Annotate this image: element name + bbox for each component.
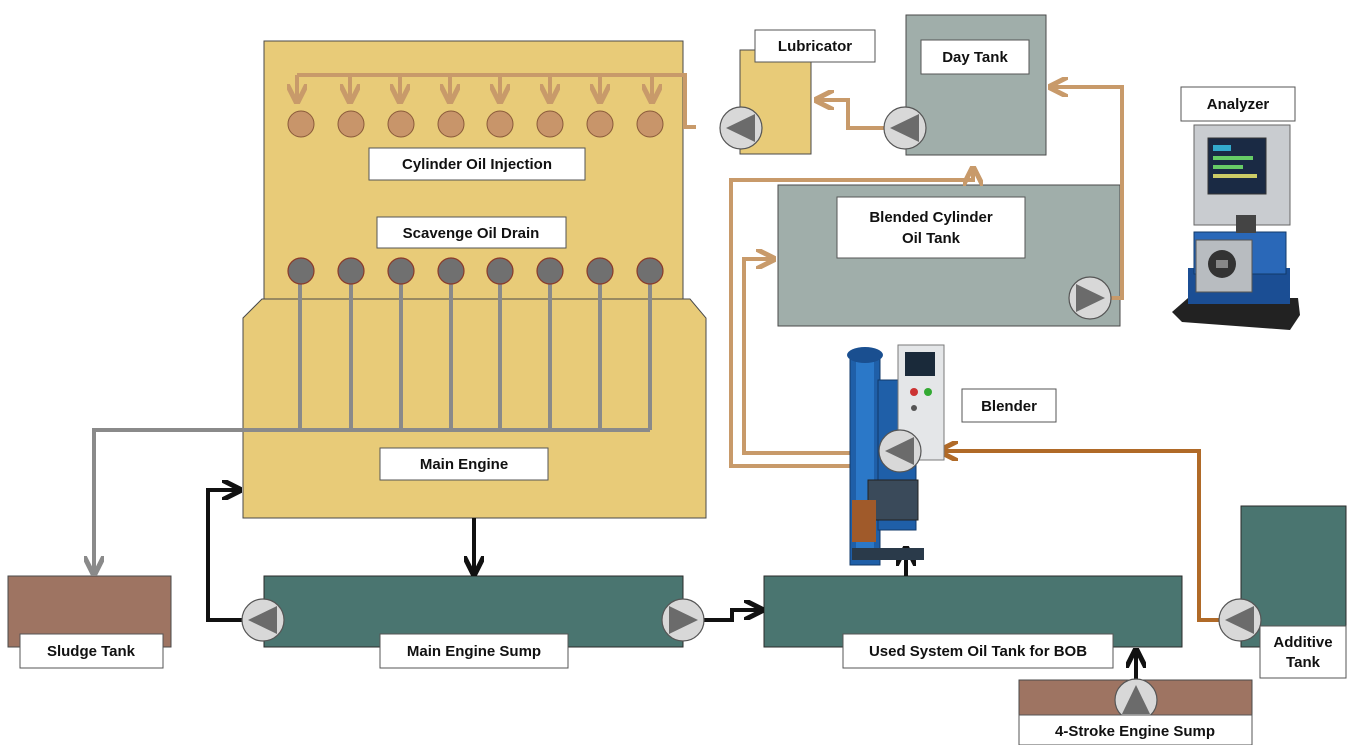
day-tank-label: Day Tank	[920, 39, 1030, 75]
additive-tank-label-line2: Tank	[1286, 654, 1321, 671]
cylinder-oil-injection-label: Cylinder Oil Injection	[368, 147, 586, 181]
blender-label: Blender	[961, 388, 1057, 423]
cylinder-oil-lines	[297, 73, 1124, 468]
drain-valve	[387, 257, 415, 285]
drain-valve	[486, 257, 514, 285]
used-system-oil-tank-label: Used System Oil Tank for BOB	[842, 633, 1114, 669]
scavenge-oil-drain-label-text: Scavenge Oil Drain	[403, 225, 540, 242]
lubricator-label-text: Lubricator	[778, 38, 852, 55]
blended-tank-label-line1: Blended Cylinder	[869, 209, 993, 226]
used-system-oil-tank-label-text: Used System Oil Tank for BOB	[869, 643, 1087, 660]
pump-icon	[1218, 598, 1262, 642]
main-engine-sump-label-text: Main Engine Sump	[407, 643, 541, 660]
injector	[536, 110, 564, 138]
drain-valve	[536, 257, 564, 285]
scavenge-drain-lines	[94, 270, 652, 572]
pump-icon	[241, 598, 285, 642]
pump-icon	[661, 598, 705, 642]
pump-icon	[719, 106, 763, 150]
lubricator-label: Lubricator	[754, 29, 876, 63]
day-tank-label-text: Day Tank	[942, 49, 1008, 66]
injector	[337, 110, 365, 138]
blender-label-text: Blender	[981, 398, 1037, 415]
analyzer-machine-icon	[1172, 124, 1300, 330]
pump-icon	[1068, 276, 1112, 320]
four-stroke-sump-label-text: 4-Stroke Engine Sump	[1055, 723, 1215, 740]
main-engine-label: Main Engine	[379, 447, 549, 481]
injector	[586, 110, 614, 138]
additive-tank-label: Additive Tank	[1259, 625, 1347, 679]
scavenge-oil-drain-label: Scavenge Oil Drain	[376, 216, 567, 249]
main-engine-label-text: Main Engine	[420, 456, 508, 473]
drain-valve	[287, 257, 315, 285]
blended-tank-label-line2: Oil Tank	[902, 230, 961, 247]
blended-tank-label: Blended Cylinder Oil Tank	[836, 196, 1026, 259]
drain-valve	[586, 257, 614, 285]
injector	[636, 110, 664, 138]
day-tank	[905, 14, 1047, 156]
injector	[437, 110, 465, 138]
scavenge-drain-valves	[287, 257, 664, 285]
four-stroke-sump-label: 4-Stroke Engine Sump	[1018, 714, 1253, 745]
drain-valve	[337, 257, 365, 285]
additive-tank-label-line1: Additive	[1273, 634, 1332, 651]
additive-line	[942, 451, 1219, 622]
drain-valve	[437, 257, 465, 285]
sludge-tank-label: Sludge Tank	[19, 633, 164, 669]
analyzer-label: Analyzer	[1180, 86, 1296, 122]
injector	[287, 110, 315, 138]
drain-valve	[636, 257, 664, 285]
main-engine-sump-label: Main Engine Sump	[379, 633, 569, 669]
cylinder-oil-injection-label-text: Cylinder Oil Injection	[402, 156, 552, 173]
main-engine-block	[242, 298, 707, 519]
pump-icon	[878, 429, 922, 473]
cylinder-oil-injectors	[287, 110, 664, 138]
pump-icon	[883, 106, 927, 150]
injector	[486, 110, 514, 138]
pump-icon	[1114, 678, 1158, 722]
sludge-tank-label-text: Sludge Tank	[47, 643, 136, 660]
analyzer-label-text: Analyzer	[1207, 96, 1270, 113]
injector	[387, 110, 415, 138]
